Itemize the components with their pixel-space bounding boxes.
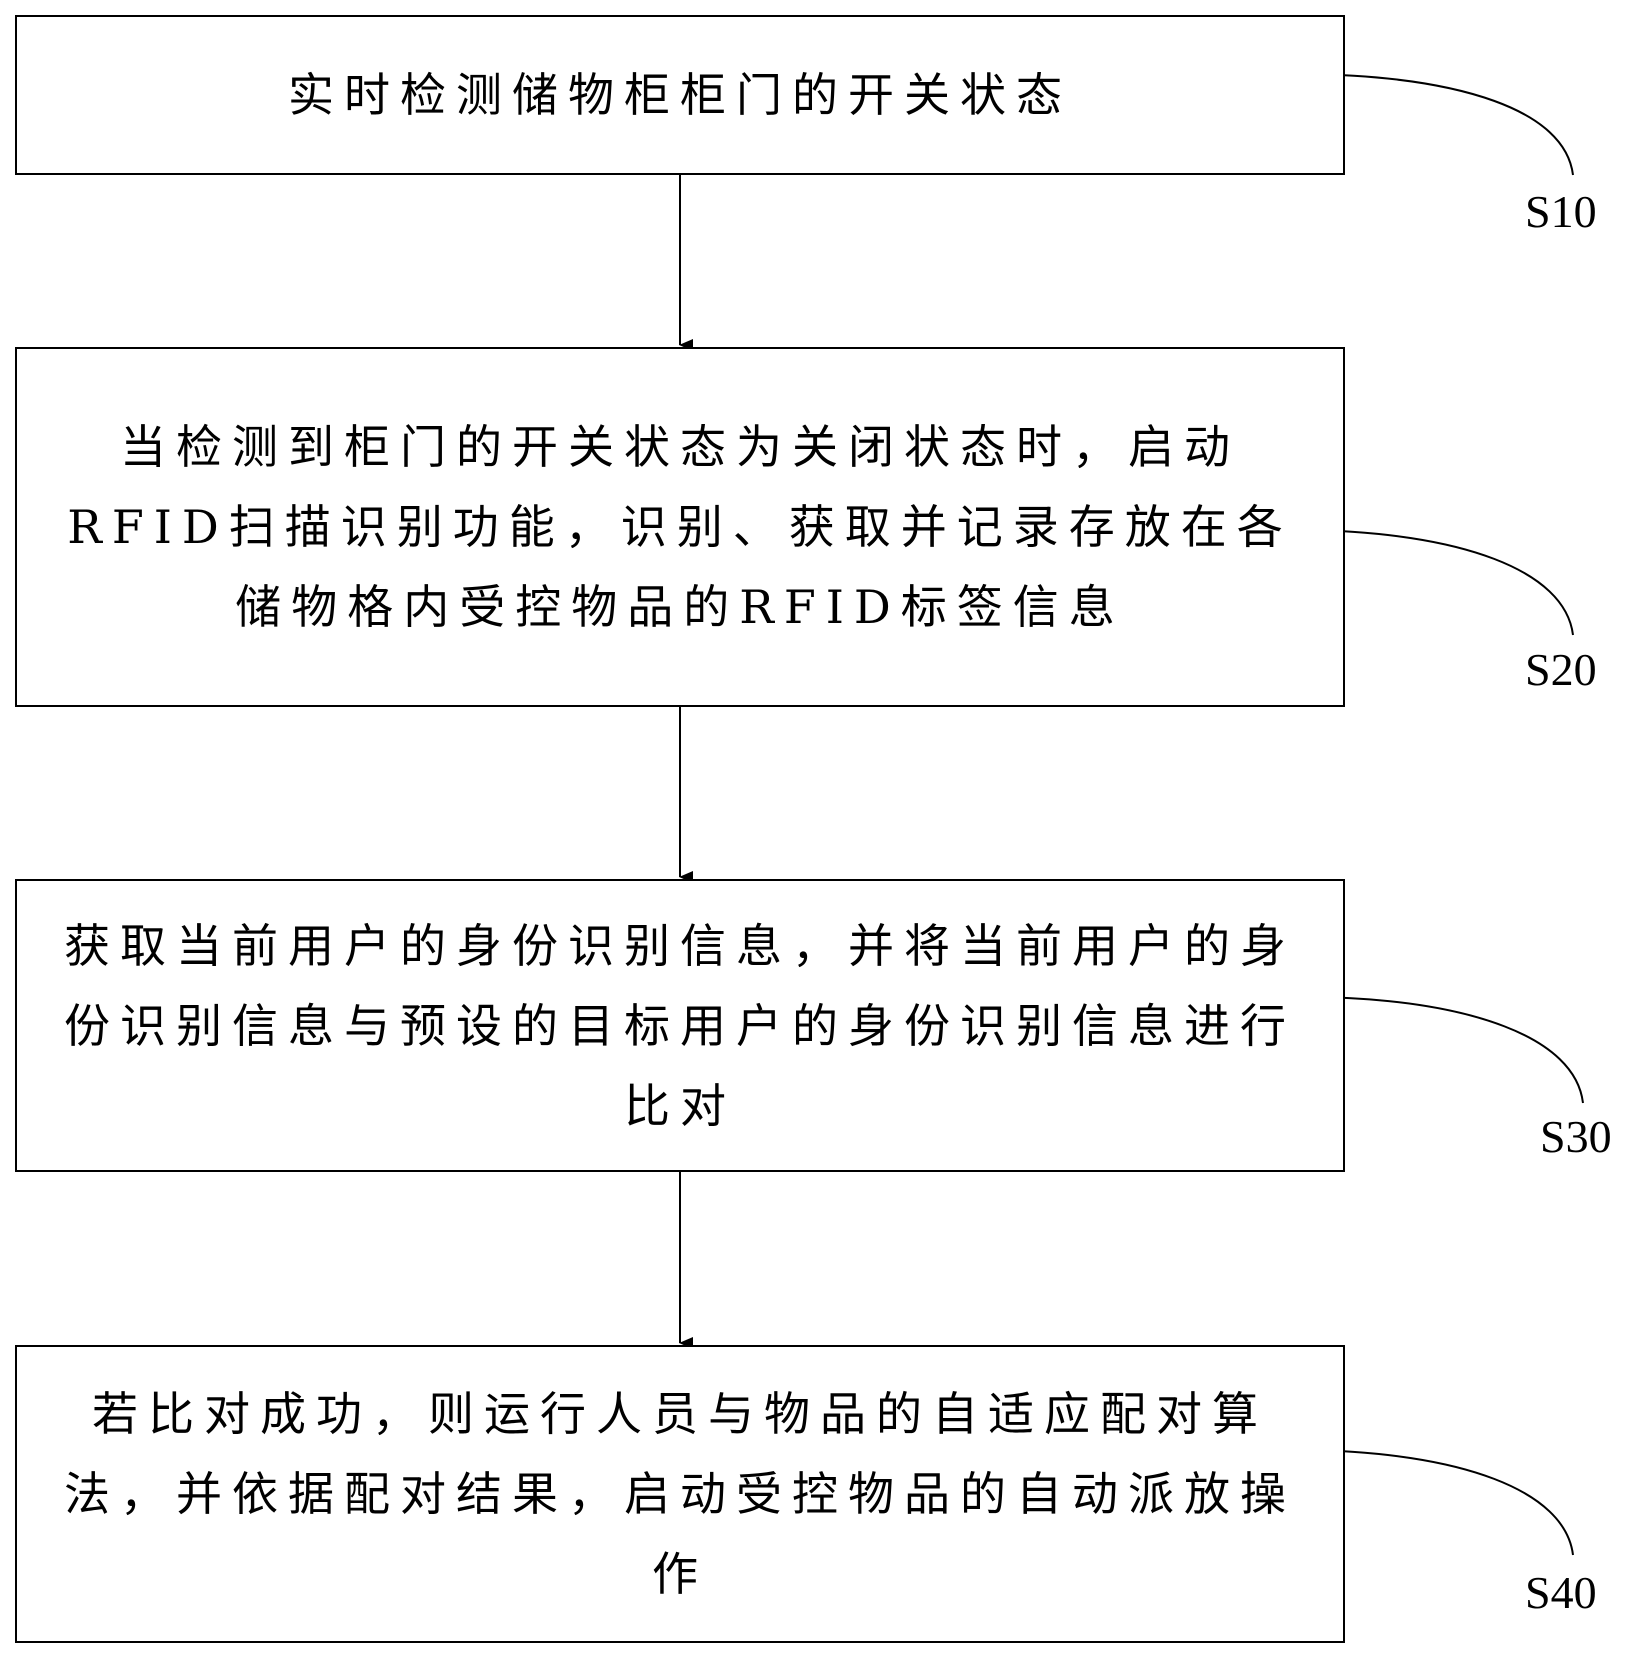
step-box-s10: 实时检测储物柜柜门的开关状态 — [15, 15, 1345, 175]
step-box-s30: 获取当前用户的身份识别信息，并将当前用户的身份识别信息与预设的目标用户的身份识别… — [15, 879, 1345, 1172]
step-label-s10: S10 — [1525, 186, 1597, 237]
leader-line-s20 — [1304, 529, 1574, 636]
step-text-s10: 实时检测储物柜柜门的开关状态 — [288, 68, 1072, 122]
step-label-s30: S30 — [1540, 1111, 1612, 1162]
leader-line-s30 — [1317, 996, 1584, 1104]
leader-line-s40 — [1304, 1449, 1574, 1556]
step-text-s30: 获取当前用户的身份识别信息，并将当前用户的身份识别信息与预设的目标用户的身份识别… — [64, 918, 1296, 1133]
step-box-s20: 当检测到柜门的开关状态为关闭状态时，启动RFID扫描识别功能，识别、获取并记录存… — [15, 347, 1345, 707]
step-box-s40: 若比对成功，则运行人员与物品的自适应配对算法，并依据配对结果，启动受控物品的自动… — [15, 1345, 1345, 1643]
step-label-s20: S20 — [1525, 644, 1597, 695]
step-label-s40: S40 — [1525, 1567, 1597, 1618]
step-text-s40: 若比对成功，则运行人员与物品的自适应配对算法，并依据配对结果，启动受控物品的自动… — [64, 1387, 1296, 1601]
leader-line-s10 — [1304, 73, 1574, 176]
step-text-s20: 当检测到柜门的开关状态为关闭状态时，启动RFID扫描识别功能，识别、获取并记录存… — [67, 420, 1293, 634]
